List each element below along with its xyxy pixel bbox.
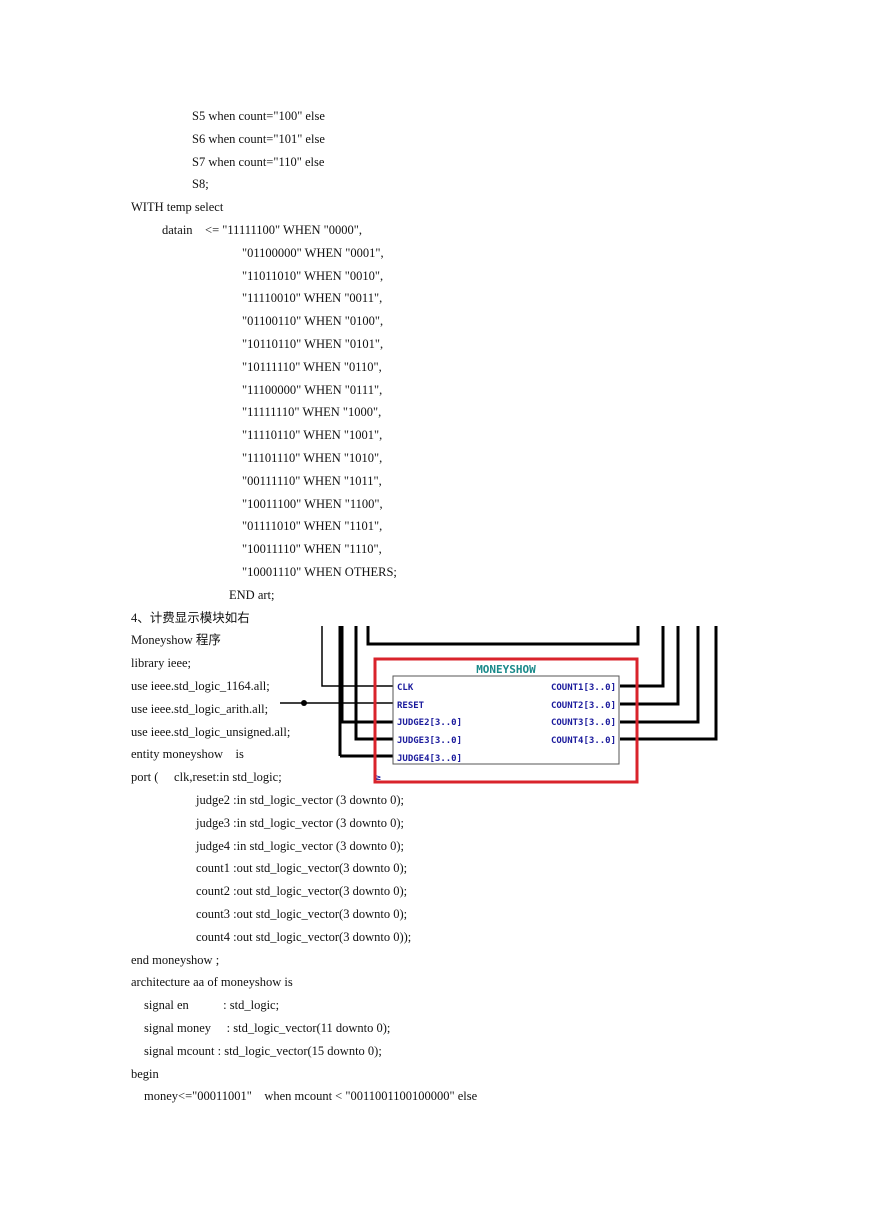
output-pins: COUNT1[3..0] COUNT2[3..0] COUNT3[3..0] C… (551, 683, 616, 746)
code-line: signal en : std_logic; (144, 998, 280, 1013)
code-line: judge2 :in std_logic_vector (3 downto 0)… (196, 793, 404, 807)
pin-clk: CLK (397, 683, 414, 693)
code-line: judge4 :in std_logic_vector (3 downto 0)… (196, 838, 404, 853)
pin-count1: COUNT1[3..0] (551, 683, 616, 693)
code-line: "00111110" WHEN "1011", (242, 473, 382, 488)
code-line: "11100000" WHEN "0111", (242, 382, 383, 397)
code-line: entity moneyshow is (131, 747, 244, 762)
code-line: judge3 :in std_logic_vector (3 downto 0)… (196, 815, 404, 830)
code-line: count4 :out std_logic_vector(3 downto 0)… (196, 929, 412, 944)
code-line: S5 when count="100" else (192, 109, 325, 123)
code-line: S8; (192, 177, 209, 192)
moneyshow-block-diagram: MONEYSHOW CLK RESET JUDGE2[3..0] JUDGE3[… (280, 626, 718, 784)
code-line: port ( clk,reset:in std_logic; (131, 770, 282, 785)
input-pins: CLK RESET JUDGE2[3..0] JUDGE3[3..0] JUDG… (397, 683, 462, 764)
code-line: WITH temp select (131, 200, 224, 215)
junction-dot (301, 700, 307, 706)
code-line: "01100000" WHEN "0001", (242, 245, 384, 260)
code-line: count3 :out std_logic_vector(3 downto 0)… (196, 907, 408, 921)
code-line: "11101110" WHEN "1010", (242, 451, 383, 465)
code-line: money<="00011001" when mcount < "0011001… (144, 1089, 478, 1104)
code-line: "10110110" WHEN "0101", (242, 337, 384, 351)
wires (321, 626, 718, 758)
code-line: use ieee.std_logic_1164.all; (131, 679, 270, 693)
code-line: 4、计费显示模块如右 (131, 610, 250, 625)
pin-count2: COUNT2[3..0] (551, 701, 616, 711)
code-line: use ieee.std_logic_unsigned.all; (131, 724, 291, 739)
highlight-frame (373, 657, 639, 784)
code-line: architecture aa of moneyshow is (131, 975, 293, 990)
code-line: "11110110" WHEN "1001", (242, 428, 383, 443)
code-line: end moneyshow ; (131, 952, 220, 967)
code-line: "11111110" WHEN "1000", (242, 405, 382, 420)
code-line: count1 :out std_logic_vector(3 downto 0)… (196, 861, 408, 876)
instance-mark: ≥ (376, 773, 381, 782)
code-line: begin (131, 1066, 159, 1081)
code-line: "10011100" WHEN "1100", (242, 496, 383, 511)
code-line: "01100110" WHEN "0100", (242, 314, 384, 329)
code-line: use ieee.std_logic_arith.all; (131, 701, 269, 716)
pin-judge2: JUDGE2[3..0] (397, 718, 462, 728)
code-line: "11011010" WHEN "0010", (242, 268, 384, 283)
code-line: signal money : std_logic_vector(11 downt… (144, 1021, 391, 1035)
pin-count3: COUNT3[3..0] (551, 718, 616, 728)
code-line: datain <= "11111100" WHEN "0000", (162, 223, 362, 237)
code-line: S7 when count="110" else (192, 154, 325, 169)
code-line: "11110010" WHEN "0011", (242, 291, 383, 306)
code-line: library ieee; (131, 656, 192, 671)
code-line: count2 :out std_logic_vector(3 downto 0)… (196, 884, 408, 899)
block-title: MONEYSHOW (476, 663, 536, 676)
code-line: "01111010" WHEN "1101", (242, 519, 383, 534)
pin-count4: COUNT4[3..0] (551, 736, 616, 746)
block-body (392, 675, 620, 765)
pin-reset: RESET (397, 701, 425, 711)
pin-judge4: JUDGE4[3..0] (397, 754, 462, 764)
pin-judge3: JUDGE3[3..0] (397, 736, 462, 746)
code-line: S6 when count="101" else (192, 131, 325, 146)
code-line: "10001110" WHEN OTHERS; (242, 565, 397, 579)
code-line: END art; (229, 587, 275, 602)
code-line: signal mcount : std_logic_vector(15 down… (144, 1043, 382, 1058)
code-line: "10011110" WHEN "1110", (242, 542, 382, 557)
code-line: "10111110" WHEN "0110", (242, 359, 382, 374)
code-line: Moneyshow 程序 (131, 633, 221, 648)
